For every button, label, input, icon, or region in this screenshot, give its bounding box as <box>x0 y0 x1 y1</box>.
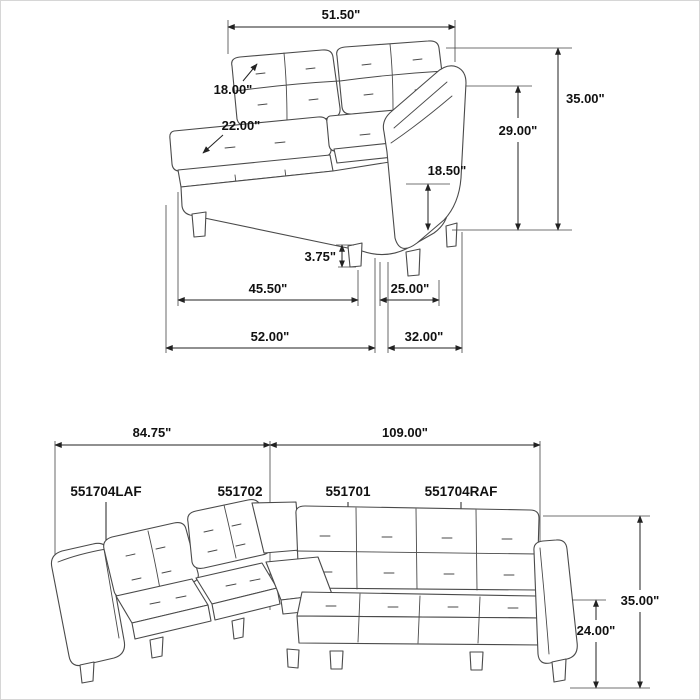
sectional-right-arm <box>533 539 578 664</box>
tuft-marks <box>125 546 172 581</box>
sectional-foot <box>231 617 245 640</box>
dim-label-left-length: 84.75" <box>133 425 172 440</box>
tuft-marks <box>361 58 425 96</box>
tuft-marks <box>319 535 515 576</box>
tuft-marks <box>255 67 319 106</box>
label-corner-piece: 551702 <box>217 484 262 499</box>
dim-label-overall-height: 35.00" <box>566 91 605 106</box>
loveseat-foot <box>445 222 458 248</box>
tuft-marks <box>325 605 519 609</box>
dim-label-overall-width: 52.00" <box>251 329 290 344</box>
dimension-seat-width: 45.50" <box>177 192 359 306</box>
dimension-arm-depth: 25.00" <box>379 262 440 306</box>
dimension-overall-height: 35.00" <box>446 47 605 231</box>
dimension-back-width: 51.50" <box>227 7 456 62</box>
dimension-sectional-arm-height: 24.00" <box>572 599 616 689</box>
sectional-foot <box>329 650 344 670</box>
sectional-foot <box>79 661 95 684</box>
tuft-marks <box>203 523 246 553</box>
sectional-foot <box>149 636 164 659</box>
tuft-marks <box>224 141 287 184</box>
dimension-cushion: 18.00" <box>214 63 258 97</box>
dim-label-right-length: 109.00" <box>382 425 428 440</box>
dimension-seat-height: 18.50" <box>406 163 467 231</box>
dim-label-arm-depth: 25.00" <box>391 281 430 296</box>
label-armless-piece: 551701 <box>325 484 371 499</box>
dim-label-sectional-arm-height: 24.00" <box>577 623 616 638</box>
dimension-overall-width: 52.00" <box>165 205 376 353</box>
label-right-arm-piece: 551704RAF <box>425 484 498 499</box>
label-left-arm-piece: 551704LAF <box>70 484 141 499</box>
sectional-right-back <box>295 505 540 591</box>
dim-label-seat-width: 45.50" <box>249 281 288 296</box>
dim-label-arm-height: 29.00" <box>499 123 538 138</box>
sectional-left-arm <box>50 542 126 667</box>
loveseat-foot <box>405 248 421 277</box>
sectional-foot <box>469 651 484 671</box>
dimension-arm-height: 29.00" <box>466 85 538 231</box>
dim-label-leg-height: 3.75" <box>305 249 336 264</box>
sectional-foot <box>286 648 300 669</box>
dim-label-overall-depth: 32.00" <box>405 329 444 344</box>
tuft-marks <box>225 578 261 587</box>
dimension-leg-height: 3.75" <box>305 244 356 268</box>
dim-label-sectional-overall-height: 35.00" <box>621 593 660 608</box>
dim-label-cushion: 18.00" <box>214 82 253 97</box>
dim-label-seat-depth: 22.00" <box>222 118 261 133</box>
loveseat-foot <box>347 242 363 268</box>
loveseat-foot <box>191 211 207 238</box>
loveseat-right-arm <box>382 65 467 249</box>
dimension-overall-depth: 32.00" <box>387 232 463 353</box>
dim-label-seat-height: 18.50" <box>428 163 467 178</box>
tuft-marks <box>149 595 187 605</box>
sectional-drawing <box>50 499 578 684</box>
dim-label-back-width: 51.50" <box>322 7 361 22</box>
dimension-seat-depth: 22.00" <box>202 118 261 154</box>
loveseat-drawing <box>169 40 467 277</box>
dimension-sectional-overall-height: 35.00" <box>543 515 660 689</box>
sectional-foot <box>551 658 567 683</box>
